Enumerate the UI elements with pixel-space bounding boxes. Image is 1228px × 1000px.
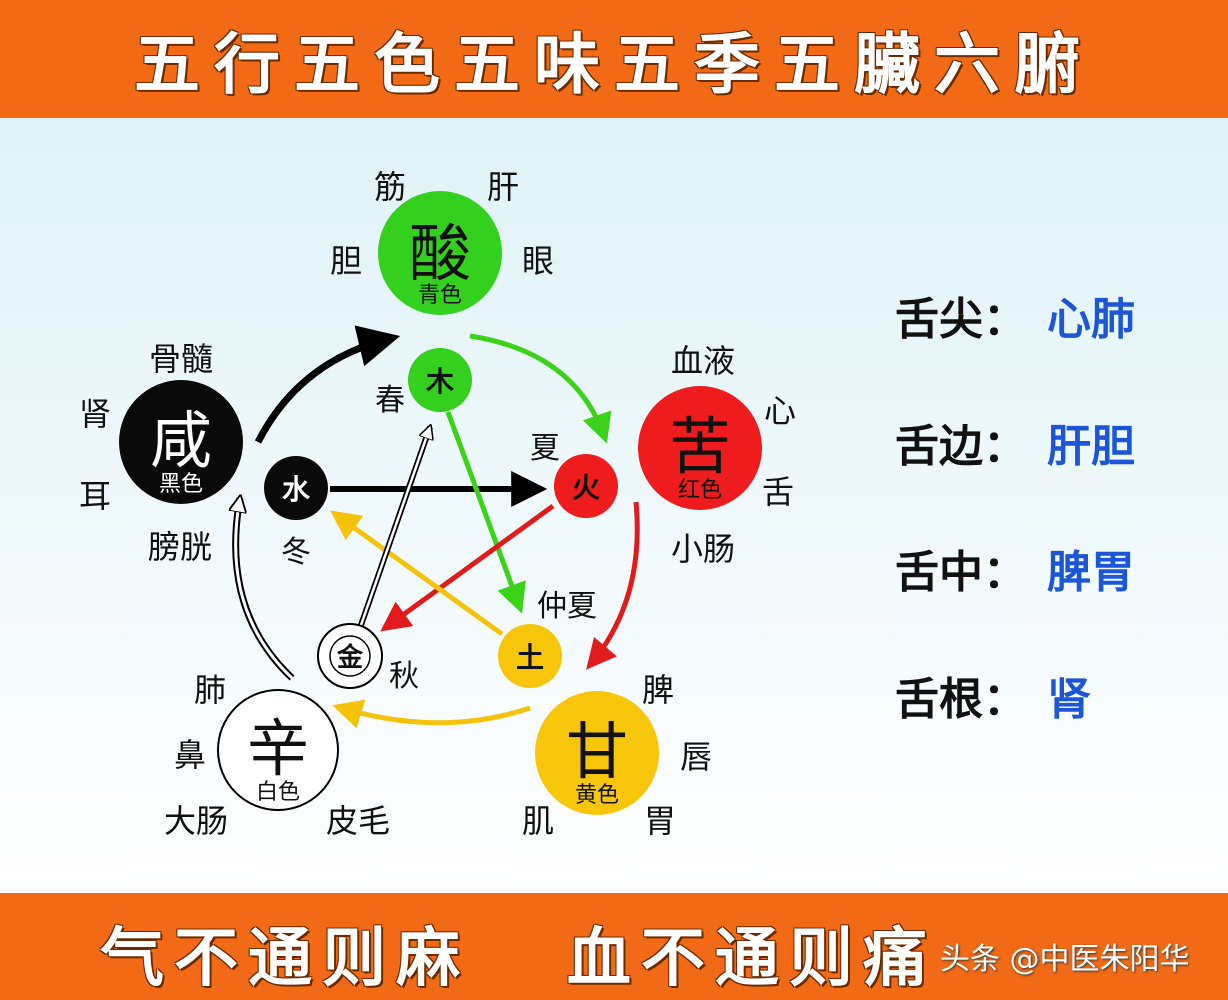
organ-pungent-3: 皮毛 xyxy=(326,802,390,840)
flavor-pungent-char: 辛 xyxy=(247,712,309,785)
element-wood: 木 春 xyxy=(375,348,472,418)
tongue-key: 舌边： xyxy=(895,421,1027,472)
tongue-row-middle: 舌中： 脾胃 xyxy=(895,536,1135,600)
flavor-sour-circle xyxy=(378,191,502,315)
arrow-salty-to-sour xyxy=(254,325,401,444)
organ-sour-3: 眼 xyxy=(522,242,554,280)
five-elements-diagram: 酸 青色 苦 红色 甘 黄色 辛 白色 咸 黑色 木 春 xyxy=(79,168,796,840)
flavor-salty-color: 黑色 xyxy=(159,472,203,497)
season-midsummer: 仲夏 xyxy=(537,589,597,624)
arrow-sour-to-bitter xyxy=(469,333,612,444)
organ-sweet-0: 脾 xyxy=(642,671,674,709)
flavor-sour-color: 青色 xyxy=(418,283,462,308)
flavor-salty-circle xyxy=(119,380,243,504)
arrow-earth-to-water xyxy=(330,510,504,637)
organ-bitter-2: 舌 xyxy=(762,473,794,511)
flavor-sweet: 甘 黄色 xyxy=(535,691,659,815)
organ-sour-0: 筋 xyxy=(374,168,406,206)
flavor-bitter-circle xyxy=(638,386,762,510)
organ-salty-3: 膀胱 xyxy=(148,528,212,566)
tongue-value: 脾胃 xyxy=(1047,547,1135,598)
element-wood-circle xyxy=(408,348,472,412)
element-water: 水 冬 xyxy=(264,456,328,570)
element-metal: 金 秋 xyxy=(317,623,419,694)
tongue-value: 心肺 xyxy=(1047,294,1135,345)
organ-sweet-1: 唇 xyxy=(680,738,712,776)
season-winter: 冬 xyxy=(281,535,311,570)
flavor-pungent: 辛 白色 xyxy=(217,689,339,811)
arrow-sweet-to-pungent xyxy=(332,699,531,729)
season-spring: 春 xyxy=(375,383,405,418)
season-autumn: 秋 xyxy=(389,659,419,694)
flavor-sour-char: 酸 xyxy=(409,217,471,290)
diagram-panel: 酸 青色 苦 红色 甘 黄色 辛 白色 咸 黑色 木 春 xyxy=(0,118,1228,893)
organ-sour-1: 肝 xyxy=(487,168,519,206)
element-water-char: 水 xyxy=(282,473,311,506)
organ-salty-2: 耳 xyxy=(79,477,111,515)
organ-sour-2: 胆 xyxy=(330,242,362,280)
flavor-pungent-circle xyxy=(217,689,339,811)
watermark: 头条 @中医朱阳华 xyxy=(940,942,1190,977)
element-fire: 火 夏 xyxy=(530,431,618,518)
flavor-bitter: 苦 红色 xyxy=(638,386,762,510)
tongue-key: 舌中： xyxy=(895,547,1027,598)
organ-salty-1: 肾 xyxy=(79,395,111,433)
element-wood-char: 木 xyxy=(425,365,454,398)
flavor-salty-char: 咸 xyxy=(150,404,212,477)
element-water-circle xyxy=(264,456,328,520)
page-title: 五行五色五味五季五臟六腑 xyxy=(134,25,1094,103)
arrow-metal-to-wood-inner xyxy=(358,427,430,629)
footer-banner: 气不通则麻 血不通则痛 xyxy=(0,893,1228,1000)
flavor-pungent-color: 白色 xyxy=(256,780,300,805)
arrow-pungent-to-salty-inner xyxy=(236,498,294,680)
flavor-sweet-char: 甘 xyxy=(566,715,628,788)
organ-bitter-0: 血液 xyxy=(671,342,735,380)
flavor-salty: 咸 黑色 xyxy=(119,380,243,504)
arrow-fire-to-metal xyxy=(380,503,555,632)
tongue-row-tip: 舌尖： 心肺 xyxy=(895,283,1135,347)
element-metal-inner-ring xyxy=(329,635,371,677)
organ-salty-0: 骨髓 xyxy=(149,340,213,378)
tongue-value: 肝胆 xyxy=(1047,421,1135,472)
tongue-value: 肾 xyxy=(1047,674,1091,725)
footer-slogan: 气不通则麻 血不通则痛 xyxy=(100,921,937,996)
organ-pungent-1: 鼻 xyxy=(174,736,206,774)
season-summer: 夏 xyxy=(530,431,560,466)
flavor-bitter-char: 苦 xyxy=(669,410,731,483)
element-earth-char: 土 xyxy=(516,641,544,674)
element-earth: 土 仲夏 xyxy=(498,589,597,688)
flavor-sweet-color: 黄色 xyxy=(575,783,619,808)
element-fire-char: 火 xyxy=(572,471,600,504)
arrow-wood-to-earth xyxy=(445,411,526,614)
title-banner: 五行五色五味五季五臟六腑 xyxy=(0,0,1228,118)
element-metal-char: 金 xyxy=(336,642,364,673)
organ-sweet-2: 肌 xyxy=(522,802,554,840)
element-metal-circle xyxy=(317,623,383,689)
element-fire-circle xyxy=(554,454,618,518)
tongue-key: 舌尖： xyxy=(895,294,1027,345)
tongue-key: 舌根： xyxy=(895,674,1027,725)
organ-bitter-3: 小肠 xyxy=(671,530,735,568)
organ-pungent-2: 大肠 xyxy=(164,802,228,840)
flavor-sour: 酸 青色 xyxy=(378,191,502,315)
tongue-row-edge: 舌边： 肝胆 xyxy=(895,410,1135,474)
arrow-bitter-to-sweet xyxy=(586,501,640,670)
organ-sweet-3: 胃 xyxy=(644,802,676,840)
element-earth-circle xyxy=(498,624,562,688)
organ-bitter-1: 心 xyxy=(764,392,796,430)
flavor-sweet-circle xyxy=(535,691,659,815)
flavor-bitter-color: 红色 xyxy=(678,478,722,503)
arrow-pungent-to-salty xyxy=(232,497,295,681)
organ-pungent-0: 肺 xyxy=(194,671,226,709)
tongue-row-root: 舌根： 肾 xyxy=(895,663,1091,727)
